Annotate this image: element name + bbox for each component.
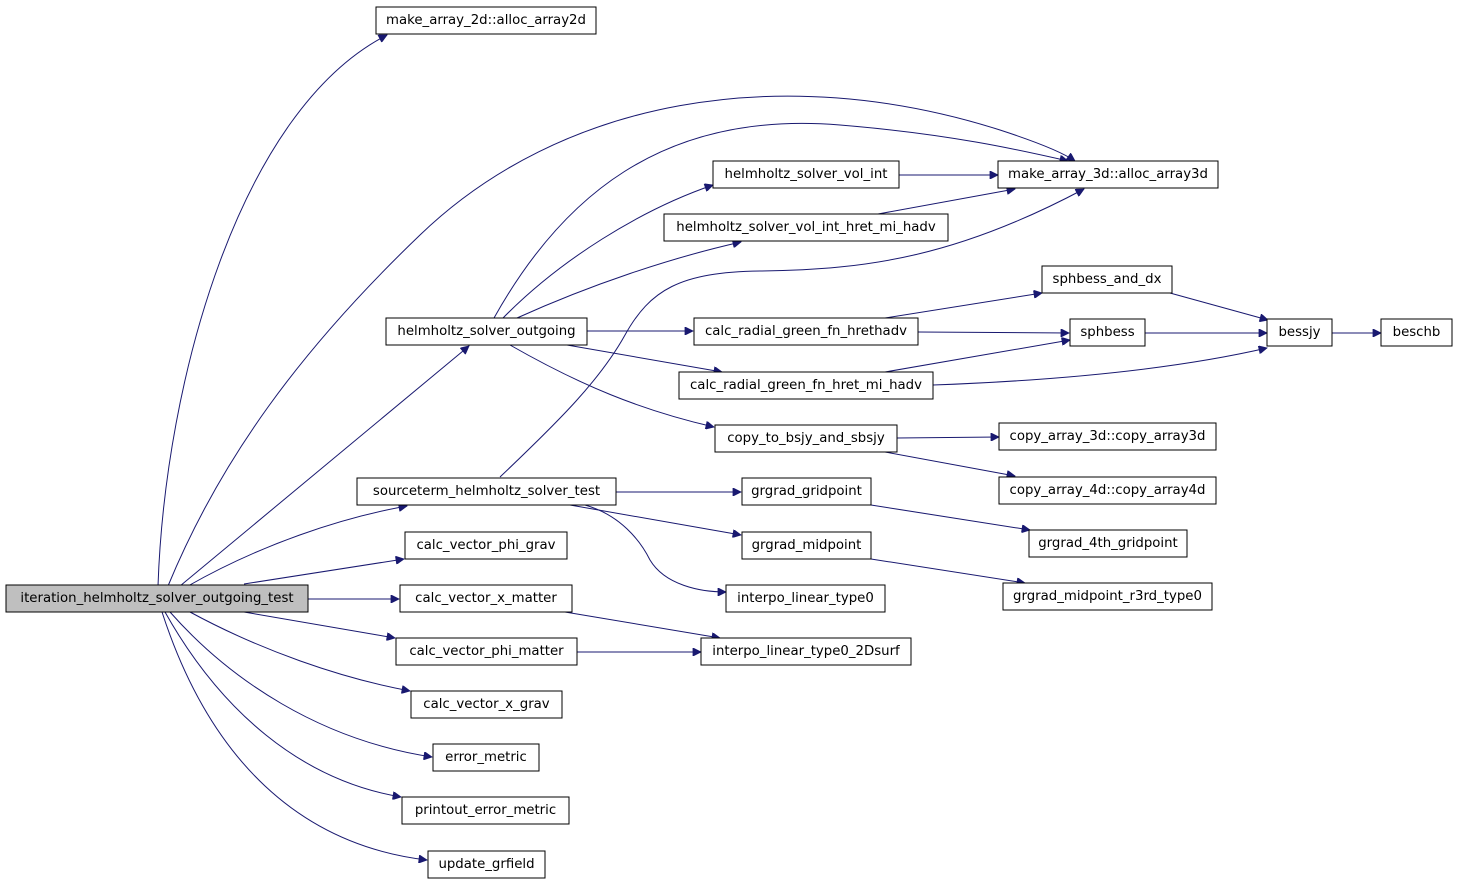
- node-sphbess-and-dx[interactable]: sphbess_and_dx: [1041, 265, 1173, 294]
- node-label: make_array_2d::alloc_array2d: [386, 13, 586, 28]
- node-label: interpo_linear_type0_2Dsurf: [712, 644, 900, 659]
- node-label: helmholtz_solver_vol_int: [725, 167, 888, 182]
- node-label: update_grfield: [438, 857, 534, 872]
- node-calc-vector-phi-matter[interactable]: calc_vector_phi_matter: [395, 637, 578, 666]
- node-label: copy_array_3d::copy_array3d: [1010, 429, 1206, 444]
- node-grgrad-midpoint-r3rd-type0[interactable]: grgrad_midpoint_r3rd_type0: [1002, 582, 1213, 611]
- edge-hso-to-cpbs: [509, 344, 714, 427]
- node-label: helmholtz_solver_vol_int_hret_mi_hadv: [676, 220, 936, 235]
- node-label: copy_to_bsjy_and_sbsjy: [727, 431, 885, 446]
- node-calc-vector-x-matter[interactable]: calc_vector_x_matter: [399, 584, 573, 613]
- edge-root-to-alloc2d: [157, 34, 387, 587]
- edges: [157, 34, 1381, 860]
- node-printout-error-metric[interactable]: printout_error_metric: [401, 796, 570, 825]
- edge-root-to-cvpm: [243, 611, 395, 638]
- edge-sphdx-to-bessjy: [1169, 292, 1268, 320]
- node-label: grgrad_4th_gridpoint: [1038, 536, 1178, 551]
- edge-cpbs-to-cp3d: [896, 437, 999, 438]
- node-copy-array-4d-copy-array4d[interactable]: copy_array_4d::copy_array4d: [998, 476, 1217, 505]
- node-interpo-linear-type0-2dsurf[interactable]: interpo_linear_type0_2Dsurf: [700, 637, 912, 666]
- edge-hso-to-volint: [502, 185, 713, 319]
- edge-root-to-upd: [161, 611, 427, 860]
- edge-crgm-to-bessjy: [932, 348, 1267, 386]
- edge-root-to-cvxg: [189, 611, 410, 691]
- node-calc-vector-x-grav[interactable]: calc_vector_x_grav: [410, 690, 563, 719]
- node-make-array-3d-alloc-array3d[interactable]: make_array_3d::alloc_array3d: [997, 160, 1219, 189]
- node-label: sourceterm_helmholtz_solver_test: [373, 484, 600, 499]
- node-label: calc_vector_x_matter: [415, 591, 557, 606]
- node-beschb[interactable]: beschb: [1380, 318, 1453, 347]
- node-calc-radial-green-fn-hret-mi-hadv[interactable]: calc_radial_green_fn_hret_mi_hadv: [678, 371, 934, 400]
- node-iteration-helmholtz-solver-outgoing-test[interactable]: iteration_helmholtz_solver_outgoing_test: [5, 584, 309, 613]
- node-error-metric[interactable]: error_metric: [432, 743, 540, 772]
- node-sourceterm-helmholtz-solver-test[interactable]: sourceterm_helmholtz_solver_test: [356, 477, 617, 506]
- node-helmholtz-solver-vol-int[interactable]: helmholtz_solver_vol_int: [712, 160, 900, 189]
- edge-cvxm-to-ilt2d: [564, 611, 720, 638]
- node-label: beschb: [1393, 325, 1441, 340]
- node-bessjy[interactable]: bessjy: [1266, 318, 1333, 347]
- node-label: grgrad_gridpoint: [751, 484, 862, 499]
- edge-crgh-to-sphdx: [884, 293, 1042, 319]
- node-copy-to-bsjy-and-sbsjy[interactable]: copy_to_bsjy_and_sbsjy: [714, 424, 898, 453]
- node-label: calc_vector_phi_matter: [409, 644, 564, 659]
- edge-root-to-alloc3d: [167, 95, 1075, 587]
- edge-crgh-to-sphbess: [917, 332, 1069, 333]
- edge-root-to-sth: [187, 506, 407, 587]
- node-label: grgrad_midpoint: [752, 538, 862, 553]
- node-calc-vector-phi-grav[interactable]: calc_vector_phi_grav: [404, 531, 568, 560]
- edge-gmid-to-gmr3: [870, 558, 1025, 583]
- node-calc-radial-green-fn-hrethadv[interactable]: calc_radial_green_fn_hrethadv: [693, 317, 919, 346]
- edge-sth-to-ilt0: [584, 504, 726, 592]
- node-label: interpo_linear_type0: [737, 591, 874, 606]
- edge-root-to-hso: [179, 346, 469, 587]
- node-label: printout_error_metric: [415, 803, 556, 818]
- node-grgrad-gridpoint[interactable]: grgrad_gridpoint: [741, 477, 872, 506]
- node-helmholtz-solver-outgoing[interactable]: helmholtz_solver_outgoing: [385, 317, 588, 346]
- node-label: calc_radial_green_fn_hret_mi_hadv: [690, 378, 922, 393]
- node-label: bessjy: [1278, 325, 1320, 340]
- node-sphbess[interactable]: sphbess: [1069, 318, 1146, 347]
- edge-hso-to-volinthret: [516, 242, 741, 319]
- edge-volinthret-to-alloc3d: [877, 189, 1015, 215]
- node-label: calc_vector_phi_grav: [416, 538, 555, 553]
- node-label: error_metric: [445, 750, 527, 765]
- node-label: grgrad_midpoint_r3rd_type0: [1013, 589, 1202, 604]
- edge-hso-to-alloc3d: [493, 122, 1068, 319]
- edge-root-to-errm: [169, 611, 432, 757]
- node-grgrad-midpoint[interactable]: grgrad_midpoint: [741, 531, 872, 560]
- edge-root-to-perr: [164, 611, 401, 797]
- node-label: iteration_helmholtz_solver_outgoing_test: [20, 591, 293, 606]
- edge-sth-to-alloc3d: [499, 188, 1084, 478]
- edge-ggp-to-g4th: [870, 504, 1030, 530]
- node-update-grfield[interactable]: update_grfield: [427, 850, 546, 879]
- node-copy-array-3d-copy-array3d[interactable]: copy_array_3d::copy_array3d: [998, 422, 1217, 451]
- node-label: calc_vector_x_grav: [423, 697, 550, 712]
- node-label: sphbess: [1080, 325, 1134, 340]
- node-label: helmholtz_solver_outgoing: [397, 324, 575, 339]
- edge-cpbs-to-cp4d: [884, 451, 1015, 476]
- node-label: make_array_3d::alloc_array3d: [1008, 167, 1208, 182]
- node-make-array-2d-alloc-array2d[interactable]: make_array_2d::alloc_array2d: [375, 6, 597, 35]
- edge-root-to-cvpg: [243, 559, 404, 585]
- node-label: copy_array_4d::copy_array4d: [1010, 483, 1206, 498]
- node-label: sphbess_and_dx: [1053, 272, 1162, 287]
- edge-hso-to-crgm: [566, 344, 722, 372]
- edge-crgm-to-sphbess: [884, 340, 1070, 373]
- node-interpo-linear-type0[interactable]: interpo_linear_type0: [725, 584, 886, 613]
- node-helmholtz-solver-vol-int-hret-mi-hadv[interactable]: helmholtz_solver_vol_int_hret_mi_hadv: [663, 213, 949, 242]
- node-grgrad-4th-gridpoint[interactable]: grgrad_4th_gridpoint: [1028, 529, 1188, 558]
- node-label: calc_radial_green_fn_hrethadv: [705, 324, 907, 339]
- edge-sth-to-gmid: [569, 504, 741, 535]
- nodes: iteration_helmholtz_solver_outgoing_test…: [5, 6, 1453, 879]
